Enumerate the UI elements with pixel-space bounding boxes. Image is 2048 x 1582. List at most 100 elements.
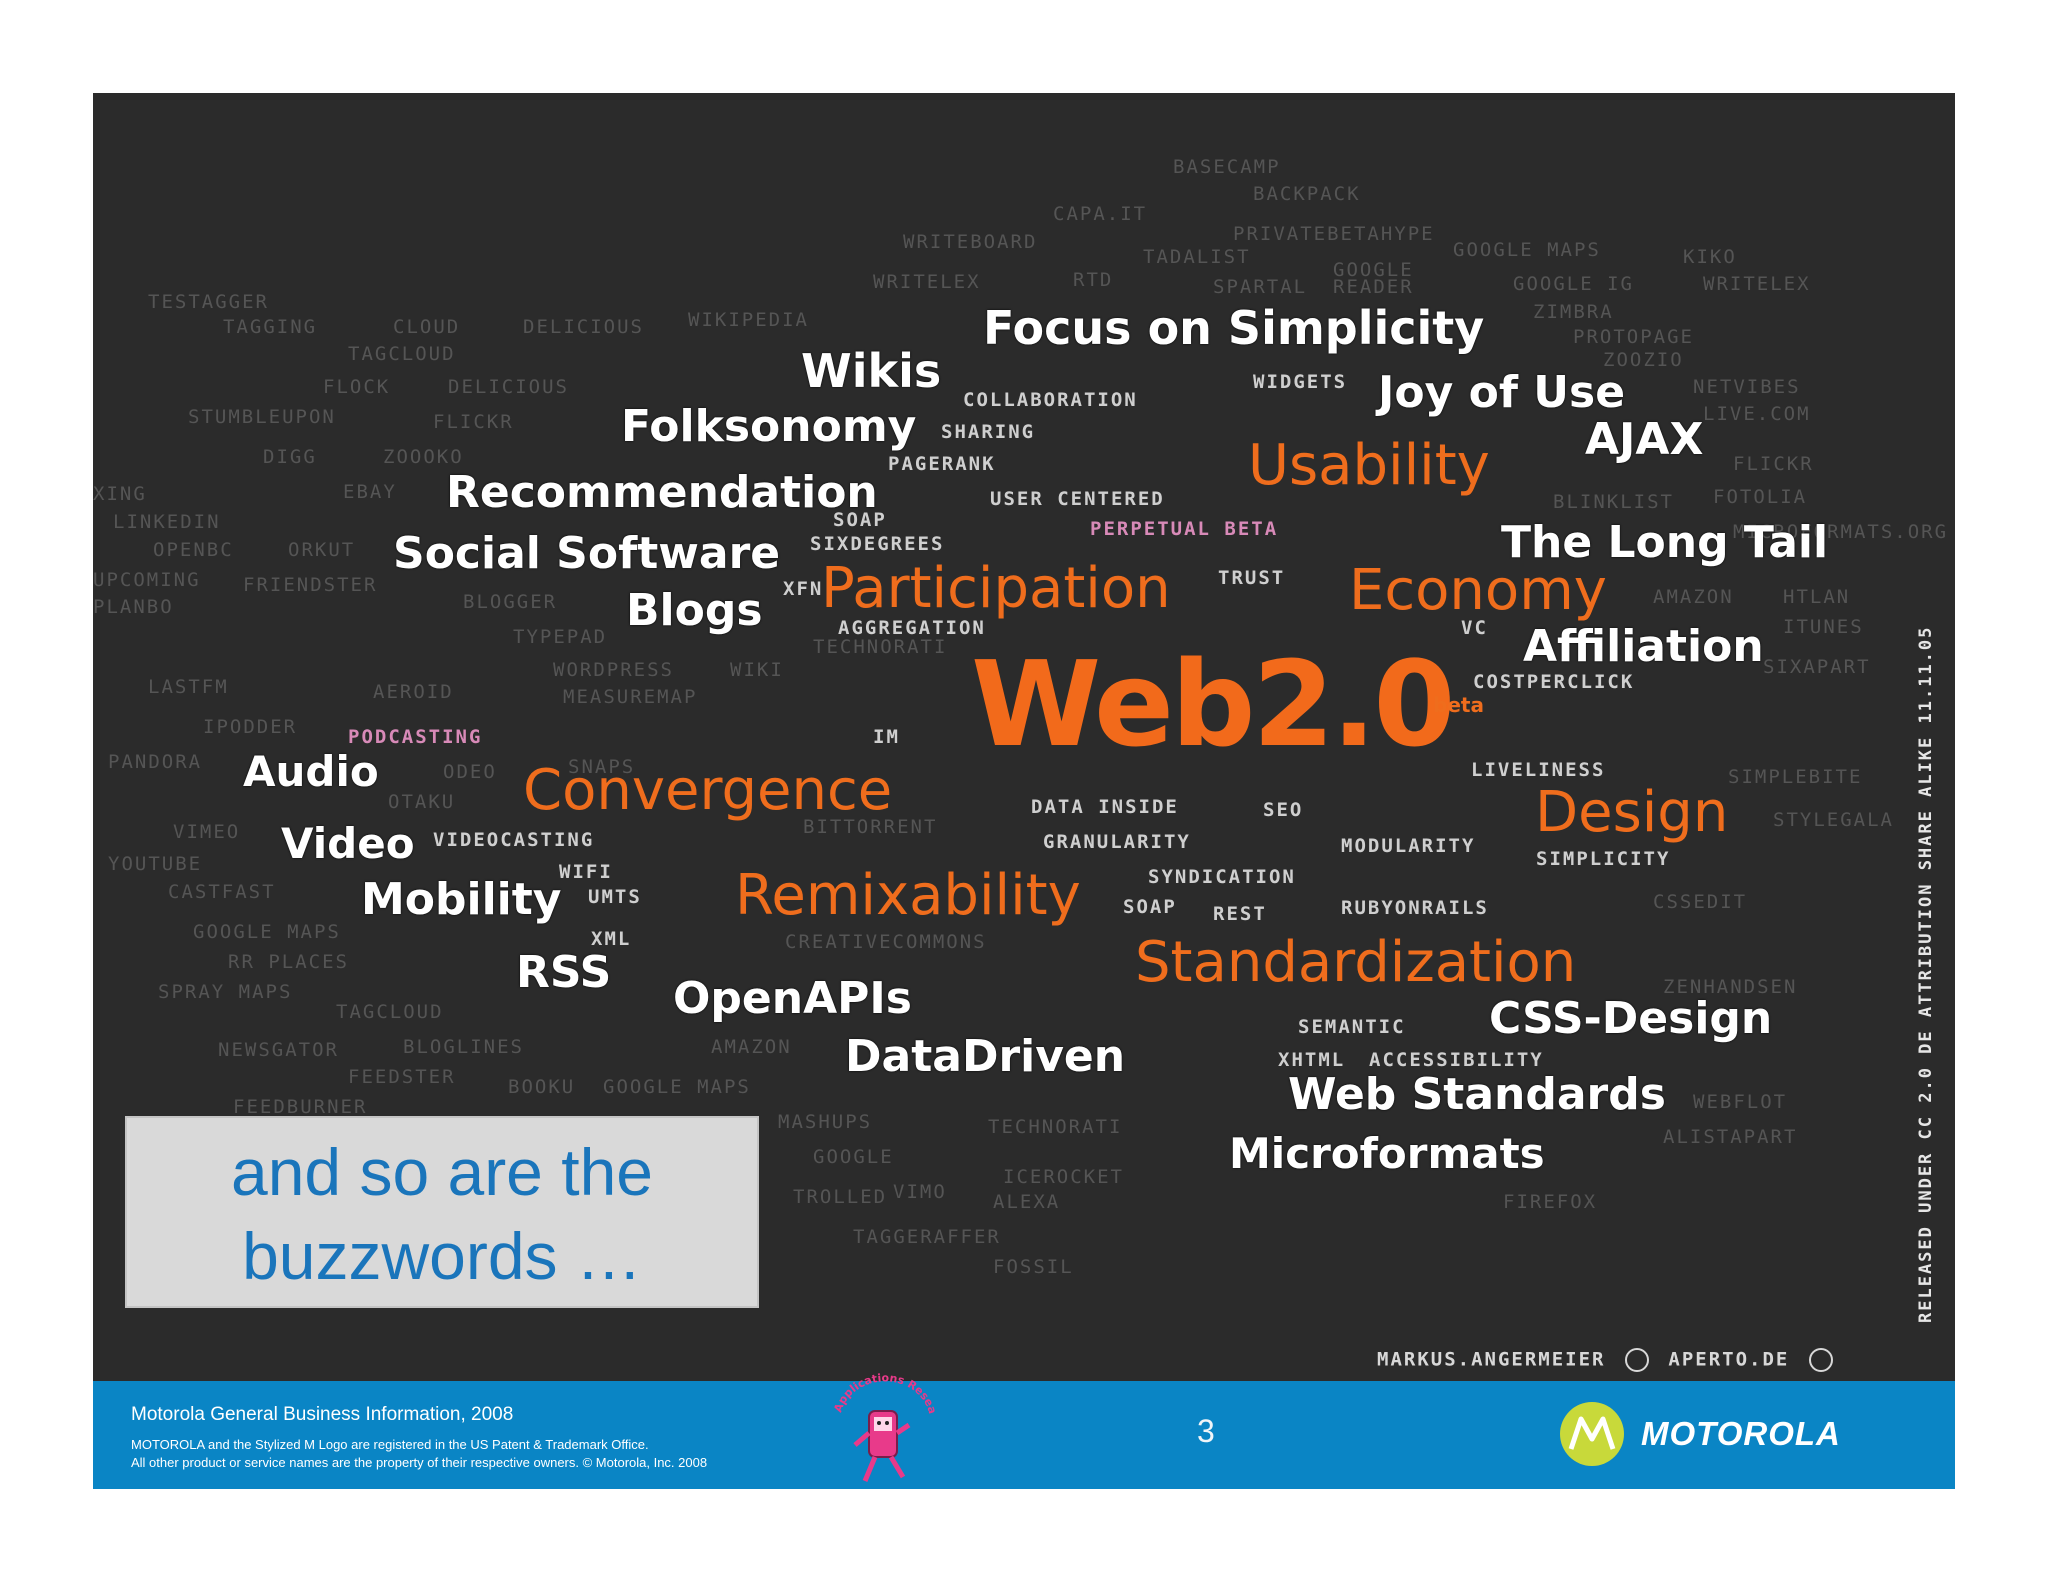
- buzzword-highlight: Economy: [1349, 558, 1607, 623]
- faint-word: GOOGLE MAPS: [603, 1076, 751, 1098]
- faint-word: BLINKLIST: [1553, 491, 1674, 513]
- buzzword-small: SOAP: [833, 509, 887, 531]
- faint-word: ALEXA: [993, 1191, 1061, 1213]
- buzzword-small: SOAP: [1123, 896, 1177, 918]
- faint-word: VIMO: [893, 1181, 947, 1203]
- faint-word: YOUTUBE: [108, 853, 203, 875]
- faint-word: WRITELEX: [1703, 273, 1811, 295]
- buzzword-small: XFN: [783, 578, 824, 600]
- faint-word: UPCOMING: [93, 569, 201, 591]
- faint-word: FLICKR: [1733, 453, 1814, 475]
- cc-license-icon: [1808, 1348, 1833, 1372]
- buzzword-small: XML: [591, 928, 632, 950]
- footer-legal-line-2: All other product or service names are t…: [131, 1455, 708, 1470]
- faint-word: MICROFORMATS.ORG: [1733, 521, 1949, 543]
- faint-word: GOOGLE MAPS: [193, 921, 341, 943]
- faint-word: LINKEDIN: [113, 511, 221, 533]
- buzzword: Mobility: [361, 874, 562, 925]
- buzzword: AJAX: [1585, 414, 1704, 465]
- buzzword: Focus on Simplicity: [983, 301, 1485, 355]
- buzzword: DataDriven: [845, 1031, 1126, 1082]
- faint-word: DELICIOUS: [448, 376, 569, 398]
- faint-word: ITUNES: [1783, 616, 1864, 638]
- faint-word: RTD: [1073, 269, 1114, 291]
- faint-word: WEBFLOT: [1693, 1091, 1788, 1113]
- faint-word: BITTORRENT: [803, 816, 938, 838]
- faint-word: PRIVATEBETAHYPE: [1233, 223, 1435, 245]
- callout-line-1: and so are the: [231, 1135, 653, 1209]
- buzzword-small: SHARING: [941, 421, 1036, 443]
- buzzword: Microformats: [1229, 1129, 1545, 1178]
- faint-word: TAGCLOUD: [348, 343, 456, 365]
- faint-word: WRITELEX: [873, 271, 981, 293]
- faint-word: EBAY: [343, 481, 397, 503]
- buzzword-small: LIVELINESS: [1471, 759, 1606, 781]
- buzzword: Audio: [243, 747, 379, 796]
- faint-word: NETVIBES: [1693, 376, 1801, 398]
- web20-title: Web2.0: [971, 635, 1455, 773]
- buzzword-small: SYNDICATION: [1148, 866, 1296, 888]
- buzzword: RSS: [516, 947, 612, 998]
- word-cloud: BASECAMP BACKPACK CAPA.IT WRITEBOARD PRI…: [93, 93, 1955, 1381]
- faint-word: CASTFAST: [168, 881, 276, 903]
- buzzword: OpenAPIs: [673, 973, 912, 1024]
- buzzword-small: IM: [873, 726, 900, 748]
- faint-word: PLANBO: [93, 596, 174, 618]
- applications-research-mascot-icon: Applications Research: [829, 1373, 939, 1482]
- faint-word: DELICIOUS: [523, 316, 644, 338]
- faint-word: GOOGLE IG: [1513, 273, 1634, 295]
- faint-word: SNAPS: [568, 756, 636, 778]
- buzzword: Blogs: [626, 585, 763, 636]
- faint-word: DIGG: [263, 446, 317, 468]
- faint-word: TROLLED: [793, 1186, 888, 1208]
- buzzword-small: SIXDEGREES: [810, 533, 945, 555]
- faint-word: FOSSIL: [993, 1256, 1074, 1278]
- faint-word: KIKO: [1683, 246, 1737, 268]
- buzzword-small: AGGREGATION: [838, 617, 986, 639]
- faint-word: ZOOOKO: [383, 446, 464, 468]
- buzzword-highlight: Usability: [1248, 433, 1490, 498]
- buzzword: Joy of Use: [1378, 367, 1626, 418]
- faint-word: ZOOZIO: [1603, 349, 1684, 371]
- faint-word: READER: [1333, 276, 1414, 298]
- faint-word: MEASUREMAP: [563, 686, 698, 708]
- motorola-wordmark: MOTOROLA: [1641, 1415, 1841, 1452]
- buzzword-small: SEO: [1263, 799, 1304, 821]
- faint-word: WORDPRESS: [553, 659, 674, 681]
- faint-word: AMAZON: [1653, 586, 1734, 608]
- faint-word: WRITEBOARD: [903, 231, 1038, 253]
- buzzword: The Long Tail: [1501, 517, 1829, 568]
- faint-word: SPRAY MAPS: [158, 981, 293, 1003]
- faint-word: TYPEPAD: [513, 626, 608, 648]
- faint-word: TAGGERAFFER: [853, 1226, 1001, 1248]
- buzzword-highlight: Standardization: [1135, 930, 1577, 995]
- faint-word: CSSEDIT: [1653, 891, 1748, 913]
- mascot-caption: Applications Research: [829, 1373, 939, 1415]
- faint-word: WIKI: [730, 659, 784, 681]
- faint-word: SIXAPART: [1763, 656, 1871, 678]
- buzzword-small: RUBYONRAILS: [1341, 897, 1489, 919]
- buzzword-small: VC: [1461, 617, 1488, 639]
- faint-word: XING: [93, 483, 147, 505]
- motorola-logo-icon: [1560, 1402, 1624, 1466]
- buzzword-small: WIDGETS: [1253, 371, 1348, 393]
- buzzword: Wikis: [801, 344, 942, 398]
- buzzword-small: XHTML: [1278, 1049, 1346, 1071]
- faint-word: FEEDSTER: [348, 1066, 456, 1088]
- faint-word: GOOGLE: [1333, 259, 1414, 281]
- faint-word: CAPA.IT: [1053, 203, 1148, 225]
- faint-word: AEROID: [373, 681, 454, 703]
- faint-word: SPARTAL: [1213, 276, 1308, 298]
- buzzword-small: SEMANTIC: [1298, 1016, 1406, 1038]
- buzzword-highlight: Convergence: [523, 758, 893, 823]
- faint-word: IPODDER: [203, 716, 298, 738]
- license-text: RELEASED UNDER CC 2.0 DE ATTRIBUTION SHA…: [1916, 625, 1936, 1323]
- faint-word: FRIENDSTER: [243, 574, 378, 596]
- buzzword-small: TRUST: [1218, 567, 1286, 589]
- faint-word: STUMBLEUPON: [188, 406, 336, 428]
- faint-word: BASECAMP: [1173, 156, 1281, 178]
- faint-word: FIREFOX: [1503, 1191, 1598, 1213]
- faint-word: ORKUT: [288, 539, 356, 561]
- buzzword-highlight: Participation: [821, 556, 1171, 621]
- buzzword-small: PAGERANK: [888, 453, 996, 475]
